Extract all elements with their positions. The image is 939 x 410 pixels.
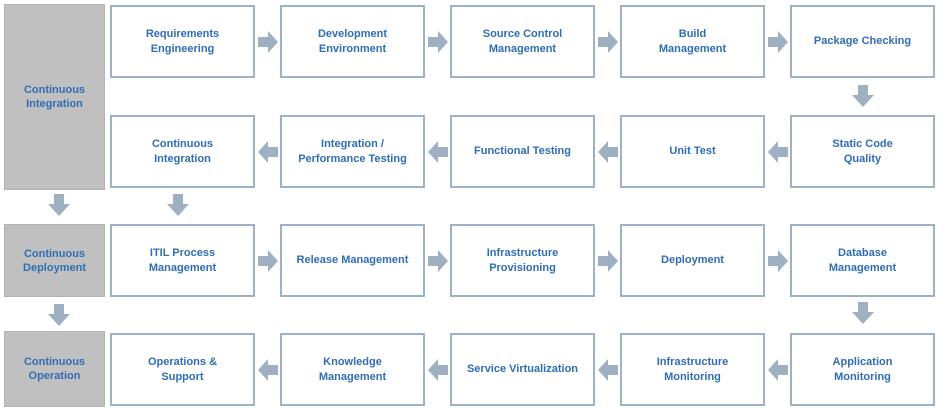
step-infrastructure-provisioning: Infrastructure Provisioning: [450, 224, 595, 297]
step-infrastructure-monitoring: Infrastructure Monitoring: [620, 333, 765, 406]
step-database-management: Database Management: [790, 224, 935, 297]
arrow-down-icon: [852, 302, 874, 324]
arrow-right-icon: [768, 31, 788, 53]
arrow-down-icon: [48, 194, 70, 216]
phase-continuous-deployment: Continuous Deployment: [4, 224, 105, 297]
arrow-right-icon: [258, 250, 278, 272]
arrow-right-icon: [428, 31, 448, 53]
arrow-left-icon: [428, 141, 448, 163]
step-application-monitoring: Application Monitoring: [790, 333, 935, 406]
step-deployment: Deployment: [620, 224, 765, 297]
phase-label: Continuous Deployment: [23, 247, 86, 274]
step-functional-testing: Functional Testing: [450, 115, 595, 188]
arrow-left-icon: [598, 359, 618, 381]
arrow-left-icon: [428, 359, 448, 381]
step-itil-process-management: ITIL Process Management: [110, 224, 255, 297]
arrow-right-icon: [598, 31, 618, 53]
step-build-management: Build Management: [620, 5, 765, 78]
arrow-left-icon: [258, 359, 278, 381]
arrow-left-icon: [768, 141, 788, 163]
arrow-down-icon: [48, 304, 70, 326]
phase-label: Continuous Operation: [23, 356, 86, 382]
step-static-code-quality: Static Code Quality: [790, 115, 935, 188]
arrow-down-icon: [167, 194, 189, 216]
step-knowledge-management: Knowledge Management: [280, 333, 425, 406]
arrow-left-icon: [768, 359, 788, 381]
arrow-left-icon: [598, 141, 618, 163]
step-development-environment: Development Environment: [280, 5, 425, 78]
arrow-down-icon: [852, 85, 874, 107]
step-operations-support: Operations & Support: [110, 333, 255, 406]
step-requirements-engineering: Requirements Engineering: [110, 5, 255, 78]
step-integration-performance-testing: Integration / Performance Testing: [280, 115, 425, 188]
step-release-management: Release Management: [280, 224, 425, 297]
arrow-right-icon: [598, 250, 618, 272]
step-package-checking: Package Checking: [790, 5, 935, 78]
step-continuous-integration: Continuous Integration: [110, 115, 255, 188]
arrow-right-icon: [258, 31, 278, 53]
arrow-right-icon: [768, 250, 788, 272]
step-unit-test: Unit Test: [620, 115, 765, 188]
step-service-virtualization: Service Virtualization: [450, 333, 595, 406]
phase-label: Continuous Integration: [23, 84, 86, 110]
arrow-right-icon: [428, 250, 448, 272]
phase-continuous-operation: Continuous Operation: [4, 331, 105, 407]
arrow-left-icon: [258, 141, 278, 163]
phase-continuous-integration: Continuous Integration: [4, 4, 105, 190]
step-source-control-management: Source Control Management: [450, 5, 595, 78]
